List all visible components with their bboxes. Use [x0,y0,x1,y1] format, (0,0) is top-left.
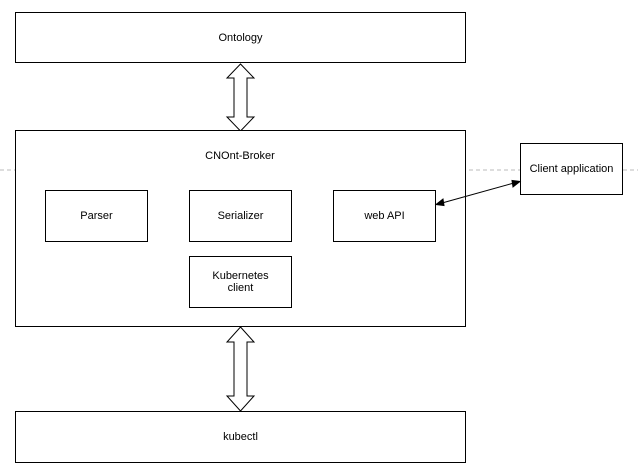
ontology-label: Ontology [218,31,263,44]
kubernetes-client-label: Kubernetes client [212,270,269,294]
kubectl-box[interactable]: kubectl [15,411,466,463]
parser-label: Parser [80,210,113,222]
kubectl-label: kubectl [223,431,258,443]
api-client-connector [441,182,515,204]
broker-title: CNOnt-Broker [205,150,275,162]
web-api-label: web API [364,210,405,222]
client-application-label: Client application [529,163,614,175]
kubernetes-client-box[interactable]: Kubernetes client [189,256,292,308]
serializer-box[interactable]: Serializer [189,190,292,242]
parser-box[interactable]: Parser [45,190,148,242]
arrowhead-left-icon [434,198,445,207]
serializer-label: Serializer [217,210,264,222]
client-application-box[interactable]: Client application [520,143,623,195]
ontology-box[interactable]: Ontology [15,12,466,63]
arrowhead-right-icon [511,179,522,188]
web-api-box[interactable]: web API [333,190,436,242]
